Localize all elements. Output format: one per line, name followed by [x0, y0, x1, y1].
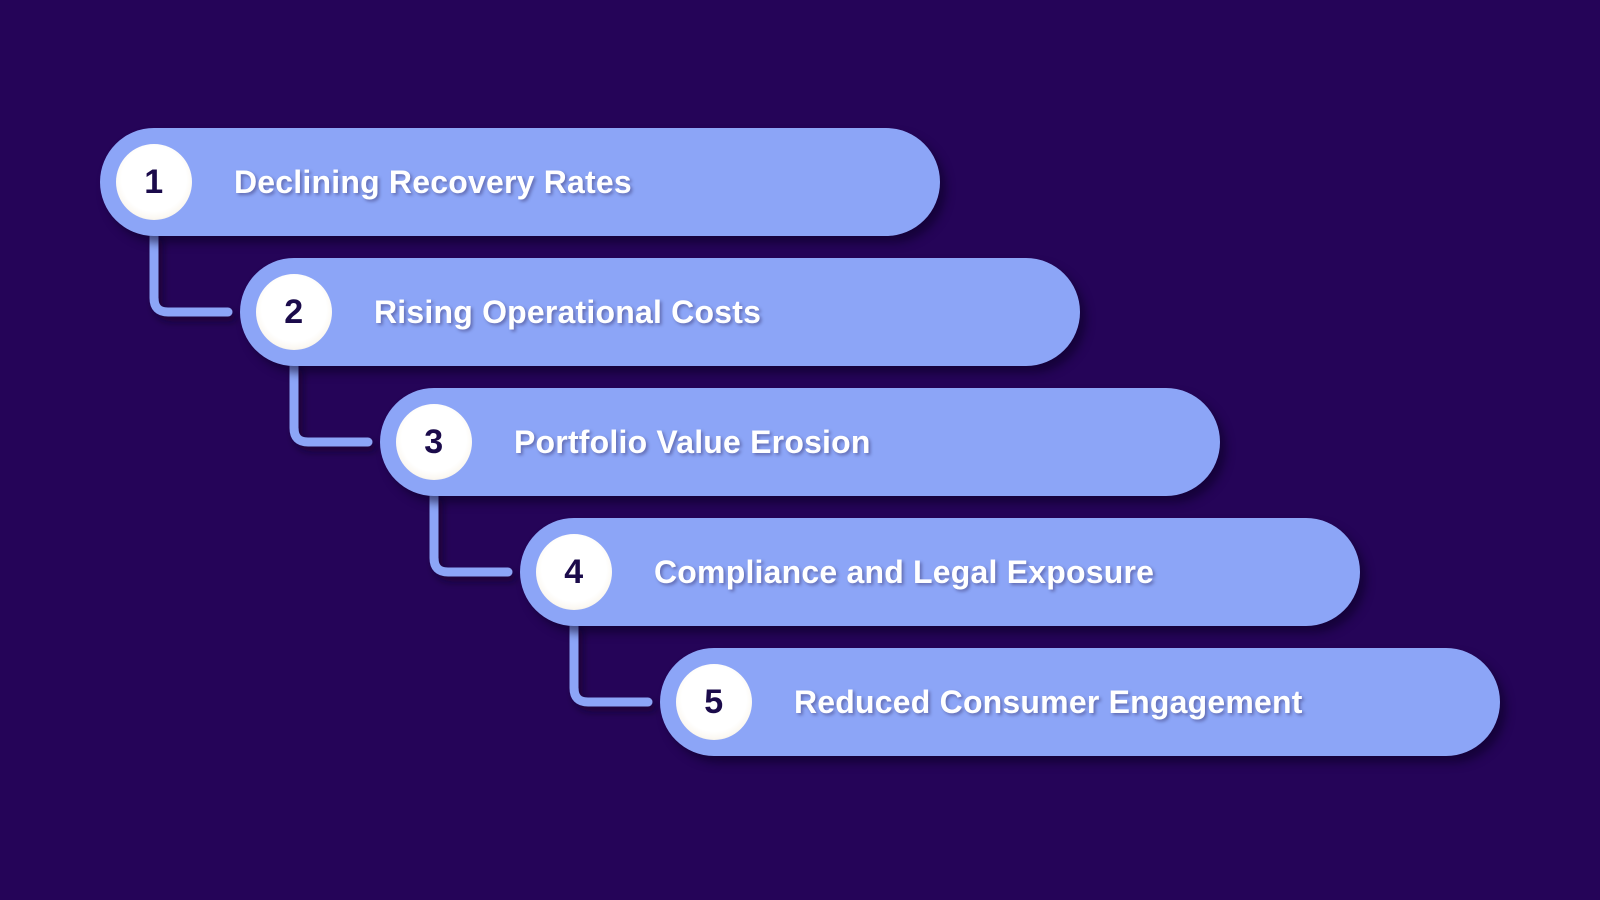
step-number: 1	[144, 163, 164, 201]
step-row[interactable]: 4 Compliance and Legal Exposure	[520, 518, 1360, 626]
step-label: Declining Recovery Rates	[234, 163, 632, 200]
step-number: 5	[704, 683, 724, 721]
step-number-badge: 5	[676, 664, 752, 740]
step-label: Reduced Consumer Engagement	[794, 683, 1303, 720]
step-number-badge: 2	[256, 274, 332, 350]
step-label: Rising Operational Costs	[374, 293, 762, 330]
step-connector	[289, 361, 373, 447]
step-number: 2	[284, 293, 304, 331]
step-number-badge: 3	[396, 404, 472, 480]
step-label: Compliance and Legal Exposure	[654, 553, 1155, 590]
step-connector	[149, 231, 233, 317]
step-row[interactable]: 1 Declining Recovery Rates	[100, 128, 940, 236]
step-connector	[429, 491, 513, 577]
step-number-badge: 1	[116, 144, 192, 220]
step-row[interactable]: 2 Rising Operational Costs	[240, 258, 1080, 366]
step-number: 4	[564, 553, 584, 591]
step-number: 3	[424, 423, 444, 461]
step-connector	[569, 621, 653, 707]
step-label: Portfolio Value Erosion	[514, 423, 871, 460]
step-number-badge: 4	[536, 534, 612, 610]
step-row[interactable]: 3 Portfolio Value Erosion	[380, 388, 1220, 496]
step-row[interactable]: 5 Reduced Consumer Engagement	[660, 648, 1500, 756]
